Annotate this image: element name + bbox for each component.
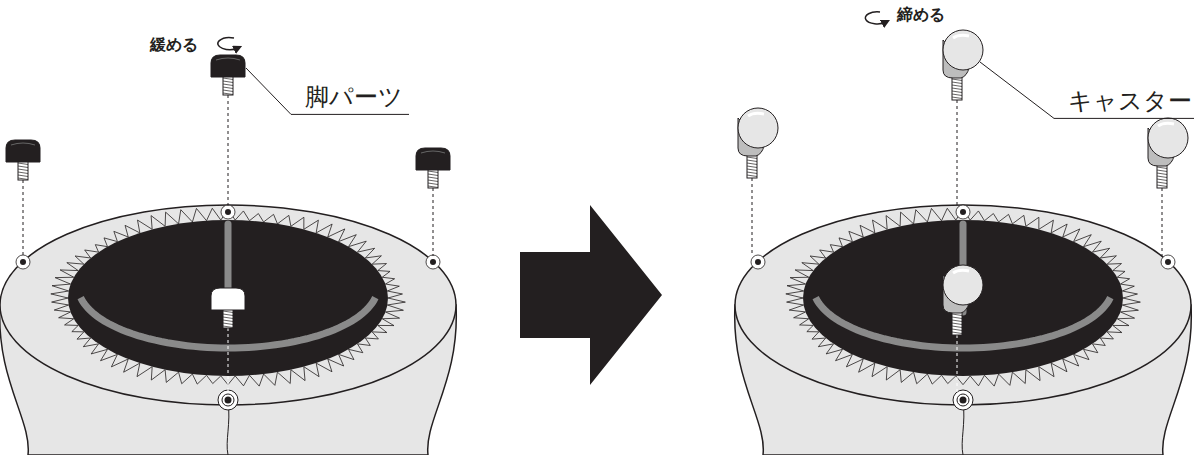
caster xyxy=(943,30,983,206)
caster xyxy=(1148,118,1188,256)
foot-part xyxy=(211,55,245,206)
leader-line xyxy=(980,62,1194,118)
stool-body xyxy=(0,205,456,455)
caster xyxy=(943,265,983,394)
caster xyxy=(738,108,778,256)
direction-arrow xyxy=(520,205,662,385)
rotate-icon xyxy=(218,38,238,50)
leader-line xyxy=(246,68,409,114)
part-name: キャスター xyxy=(1068,88,1192,114)
foot-part xyxy=(416,148,450,256)
rotate-icon xyxy=(865,12,886,24)
part-name: 脚パーツ xyxy=(305,84,403,110)
foot-part xyxy=(6,140,40,256)
stool-body xyxy=(735,205,1192,455)
foot-part xyxy=(211,288,245,394)
action-label: 緩める xyxy=(150,36,198,54)
action-label: 締める xyxy=(897,6,945,24)
